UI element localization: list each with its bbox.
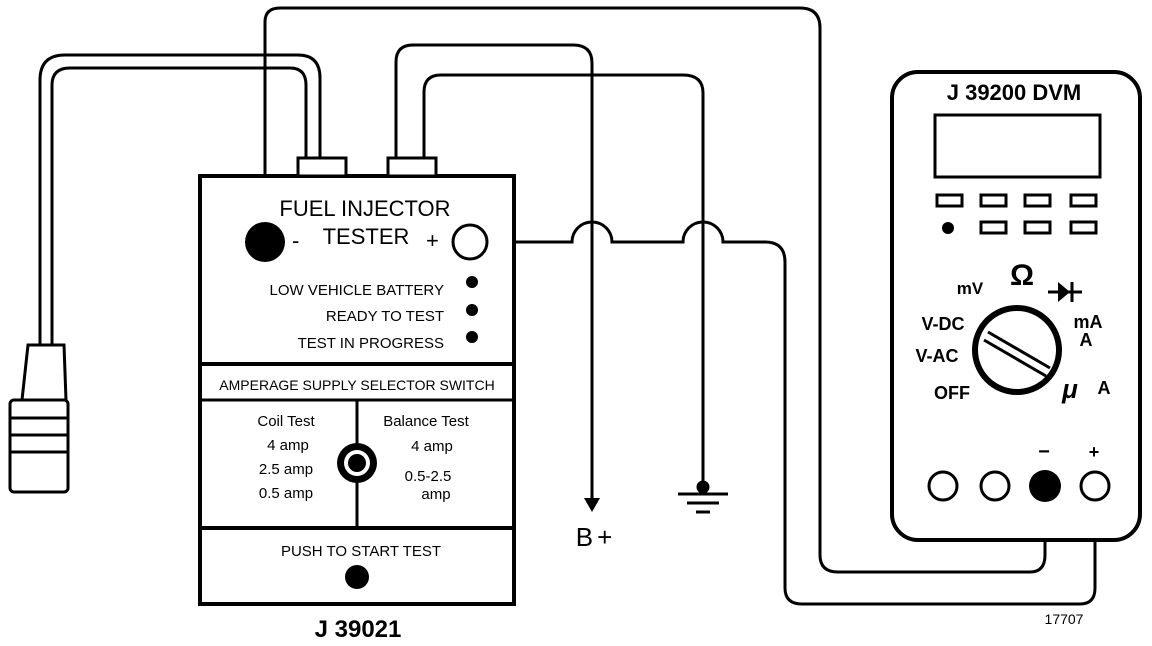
led-label-low-battery: LOW VEHICLE BATTERY (270, 282, 445, 299)
dvm-jack-minus[interactable] (1029, 470, 1061, 502)
dvm-title: J 39200 DVM (947, 80, 1082, 105)
dvm-jack[interactable] (979, 470, 1011, 502)
tester-port-left (296, 156, 348, 178)
wire-negative-lead (263, 6, 1047, 574)
led-label-in-progress: TEST IN PROGRESS (298, 335, 444, 352)
wire-b-plus (394, 43, 594, 498)
dial-label-vdc: V-DC (921, 314, 964, 334)
tester-minus-label: - (292, 228, 299, 253)
selector-dial[interactable] (972, 305, 1062, 395)
dial-label-vac: V-AC (915, 346, 958, 366)
tester-port-right (386, 156, 438, 178)
dvm-display (933, 113, 1102, 179)
wire-positive-lead (488, 220, 1097, 606)
dvm-function-buttons (935, 193, 1098, 235)
digital-voltmeter: J 39200 DVM mV Ω V-DC V-AC OFF mA A μ A (890, 70, 1142, 542)
dvm-jack[interactable] (927, 470, 959, 502)
coil-test-title: Coil Test (257, 413, 315, 430)
balance-test-title: Balance Test (383, 413, 469, 430)
led-low-battery (466, 276, 478, 288)
negative-terminal[interactable] (245, 222, 285, 262)
coil-test-value: 4 amp (267, 437, 309, 454)
positive-terminal[interactable] (451, 223, 489, 261)
balance-test-value: 0.5-2.5 (405, 468, 452, 485)
led-ready (466, 304, 478, 316)
coil-test-value: 0.5 amp (259, 485, 313, 502)
dial-label-a: A (1080, 330, 1093, 350)
dial-label-micro-a: A (1098, 378, 1111, 398)
injector-connector (8, 53, 322, 494)
selector-switch-title: AMPERAGE SUPPLY SELECTOR SWITCH (219, 377, 494, 393)
dvm-key[interactable] (935, 193, 964, 208)
dvm-key[interactable] (1023, 193, 1052, 208)
dvm-key[interactable] (979, 193, 1008, 208)
dial-label-micro: μ (1061, 374, 1078, 404)
tester-plus-label: + (426, 228, 439, 253)
amperage-selector-knob[interactable] (337, 443, 377, 483)
dial-label-off: OFF (934, 383, 970, 403)
dvm-key[interactable] (1069, 220, 1098, 235)
push-to-start-label: PUSH TO START TEST (281, 543, 441, 560)
dial-label-ma: mA (1073, 312, 1102, 332)
tester-title-2: TESTER (323, 224, 410, 249)
push-to-start-button[interactable] (345, 565, 369, 589)
wire-ground (422, 73, 705, 485)
dial-label-mv: mV (957, 279, 984, 298)
diode-icon (1048, 282, 1082, 302)
tester-model-label: J 39021 (315, 616, 402, 643)
balance-test-value: 4 amp (411, 438, 453, 455)
figure-number: 17707 (1045, 611, 1084, 627)
dvm-key[interactable] (1069, 193, 1098, 208)
dvm-power-indicator (942, 222, 954, 234)
jack-plus-label: + (1089, 442, 1100, 462)
ohm-icon: Ω (1010, 259, 1034, 292)
balance-test-value: amp (421, 486, 450, 503)
b-plus-arrow (584, 498, 600, 512)
ground-icon (678, 480, 728, 514)
jack-minus-label: − (1038, 441, 1050, 463)
dvm-key[interactable] (979, 220, 1008, 235)
b-plus-label: B+ (576, 522, 617, 552)
led-in-progress (466, 331, 478, 343)
coil-test-value: 2.5 amp (259, 461, 313, 478)
tester-title-1: FUEL INJECTOR (279, 196, 450, 221)
dvm-key[interactable] (1023, 220, 1052, 235)
fuel-injector-tester: FUEL INJECTOR TESTER - + LOW VEHICLE BAT… (198, 156, 516, 606)
dvm-jack-plus[interactable] (1079, 470, 1111, 502)
led-label-ready: READY TO TEST (326, 308, 444, 325)
